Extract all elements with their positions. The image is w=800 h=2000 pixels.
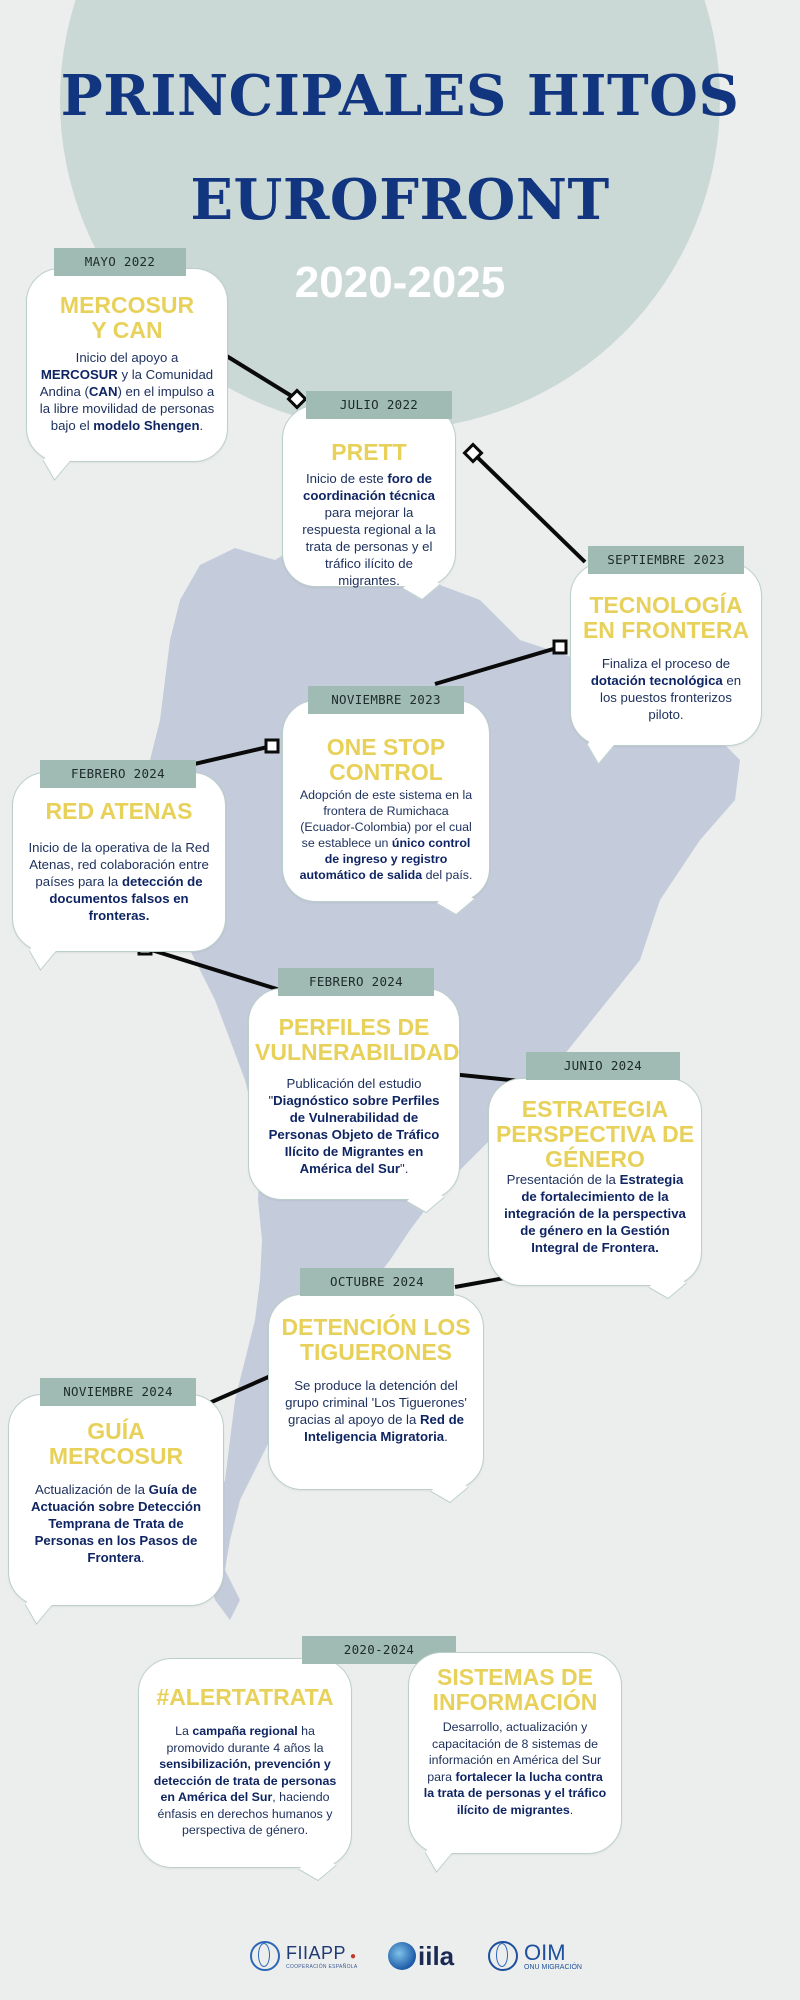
body-text: .	[444, 1429, 448, 1444]
body-text: Desarrollo, actualización y capacitación…	[427, 1720, 602, 1784]
globe-icon	[250, 1941, 280, 1971]
body-text: ha promovido durante 4 años la	[166, 1724, 324, 1755]
oim-name: OIM	[524, 1939, 566, 1965]
partner-logos: FIIAPP COOPERACIÓN ESPAÑOLA ● iila OIM O…	[0, 1936, 800, 1976]
milestone-text: Presentación de la Estrategia de fortale…	[501, 1171, 689, 1256]
page-title-line1: PRINCIPALES HITOS	[60, 63, 740, 129]
emphasis-text: CAN	[88, 384, 118, 399]
body-text: y la Comunidad Andina (	[39, 367, 214, 399]
body-text: ) en el impulso a la libre movilidad de …	[39, 384, 215, 433]
iila-logo: iila	[388, 1936, 454, 1976]
milestone-text: Adopción de este sistema en la frontera …	[295, 787, 477, 883]
body-text: .	[140, 1550, 145, 1565]
body-text: Finaliza el proceso de	[601, 656, 731, 671]
milestone-text: Inicio del apoyo a MERCOSUR y la Comunid…	[39, 349, 215, 434]
milestone-date: FEBRERO 2024	[40, 760, 196, 788]
fiiapp-subtitle: COOPERACIÓN ESPAÑOLA	[286, 1963, 358, 1970]
body-text: .	[199, 418, 204, 433]
emphasis-text: Guía de Actuación sobre Detección Tempra…	[30, 1482, 201, 1565]
body-text: Adopción de este sistema en la frontera …	[299, 788, 473, 850]
emphasis-text: campaña regional	[192, 1724, 298, 1738]
spain-cooperation-icon: ●	[350, 1950, 357, 1962]
body-text: Publicación del estudio "	[268, 1076, 422, 1108]
milestone-card-prett: PRETT Inicio de este foro de coordinació…	[282, 405, 456, 601]
milestone-date: JUNIO 2024	[526, 1052, 680, 1080]
milestone-date: NOVIEMBRE 2024	[40, 1378, 196, 1406]
oim-globe-icon	[488, 1941, 518, 1971]
body-text: Inicio del apoyo a	[75, 350, 179, 365]
oim-subtitle: ONU MIGRACIÓN	[524, 1963, 582, 1971]
iila-globe-icon	[388, 1942, 416, 1970]
body-text: en los puestos fronterizos piloto.	[600, 673, 742, 722]
body-text: Inicio de este	[305, 471, 388, 486]
milestone-card-red-atenas: RED ATENAS Inicio de la operativa de la …	[12, 772, 226, 971]
emphasis-text: detección de documentos falsos en fronte…	[49, 874, 203, 923]
emphasis-text: único control de ingreso y registro auto…	[299, 836, 471, 882]
milestone-date: NOVIEMBRE 2023	[308, 686, 464, 714]
milestone-text: Se produce la detención del grupo crimin…	[281, 1377, 471, 1445]
emphasis-text: foro de coordinación técnica	[303, 471, 435, 503]
emphasis-text: Diagnóstico sobre Perfiles de Vulnerabil…	[268, 1093, 440, 1176]
body-text: del país.	[422, 868, 473, 882]
body-text: Se produce la detención del grupo crimin…	[285, 1378, 467, 1427]
body-text: La	[175, 1724, 193, 1738]
emphasis-text: modelo Shengen	[93, 418, 200, 433]
milestone-text: La campaña regional ha promovido durante…	[151, 1723, 339, 1839]
milestone-title: RED ATENAS	[45, 798, 193, 824]
oim-logo: OIM ONU MIGRACIÓN	[488, 1936, 582, 1976]
body-text: ".	[400, 1161, 409, 1176]
milestone-card-alertatrata: #ALERTATRATA La campaña regional ha prom…	[138, 1658, 352, 1882]
body-text: Inicio de la operativa de la Red Atenas,…	[28, 840, 210, 889]
emphasis-text: sensibilización, prevención y detección …	[153, 1757, 337, 1804]
emphasis-text: Red de Inteligencia Migratoria	[304, 1412, 464, 1444]
fiiapp-logo: FIIAPP COOPERACIÓN ESPAÑOLA	[250, 1936, 357, 1976]
emphasis-text: dotación tecnológica	[590, 673, 723, 688]
milestone-title: PRETT	[331, 439, 407, 465]
milestone-date: FEBRERO 2024	[278, 968, 434, 996]
milestone-date: SEPTIEMBRE 2023	[588, 546, 744, 574]
body-text: .	[569, 1802, 574, 1817]
milestone-date: MAYO 2022	[54, 248, 186, 276]
milestone-text: Inicio de este foro de coordinación técn…	[295, 470, 443, 589]
milestone-date: JULIO 2022	[306, 391, 452, 419]
page-title-line2: EUROFRONT	[190, 167, 610, 233]
milestone-text: Publicación del estudio "Diagnóstico sob…	[261, 1075, 447, 1177]
emphasis-text: Estrategia de fortalecimiento de la inte…	[504, 1172, 686, 1255]
milestone-text: Desarrollo, actualización y capacitación…	[421, 1719, 609, 1818]
milestone-text: Inicio de la operativa de la Red Atenas,…	[25, 839, 213, 924]
milestone-date: 2020-2024	[302, 1636, 456, 1664]
emphasis-text: MERCOSUR	[40, 367, 118, 382]
body-text: Actualización de la	[34, 1482, 149, 1497]
milestone-date: OCTUBRE 2024	[300, 1268, 454, 1296]
body-text: para mejorar la respuesta regional a la …	[302, 505, 436, 588]
body-text: , haciendo énfasis en derechos humanos y…	[157, 1790, 333, 1837]
iila-name: iila	[418, 1940, 455, 1971]
milestone-title: #ALERTATRATA	[156, 1684, 334, 1710]
fiiapp-name: FIIAPP	[286, 1942, 347, 1963]
page-years: 2020-2025	[294, 258, 506, 307]
emphasis-text: fortalecer la lucha contra la trata de p…	[423, 1769, 607, 1817]
milestone-text: Actualización de la Guía de Actuación so…	[21, 1481, 211, 1566]
body-text: Presentación de la	[506, 1172, 620, 1187]
milestone-text: Finaliza el proceso de dotación tecnológ…	[583, 655, 749, 723]
